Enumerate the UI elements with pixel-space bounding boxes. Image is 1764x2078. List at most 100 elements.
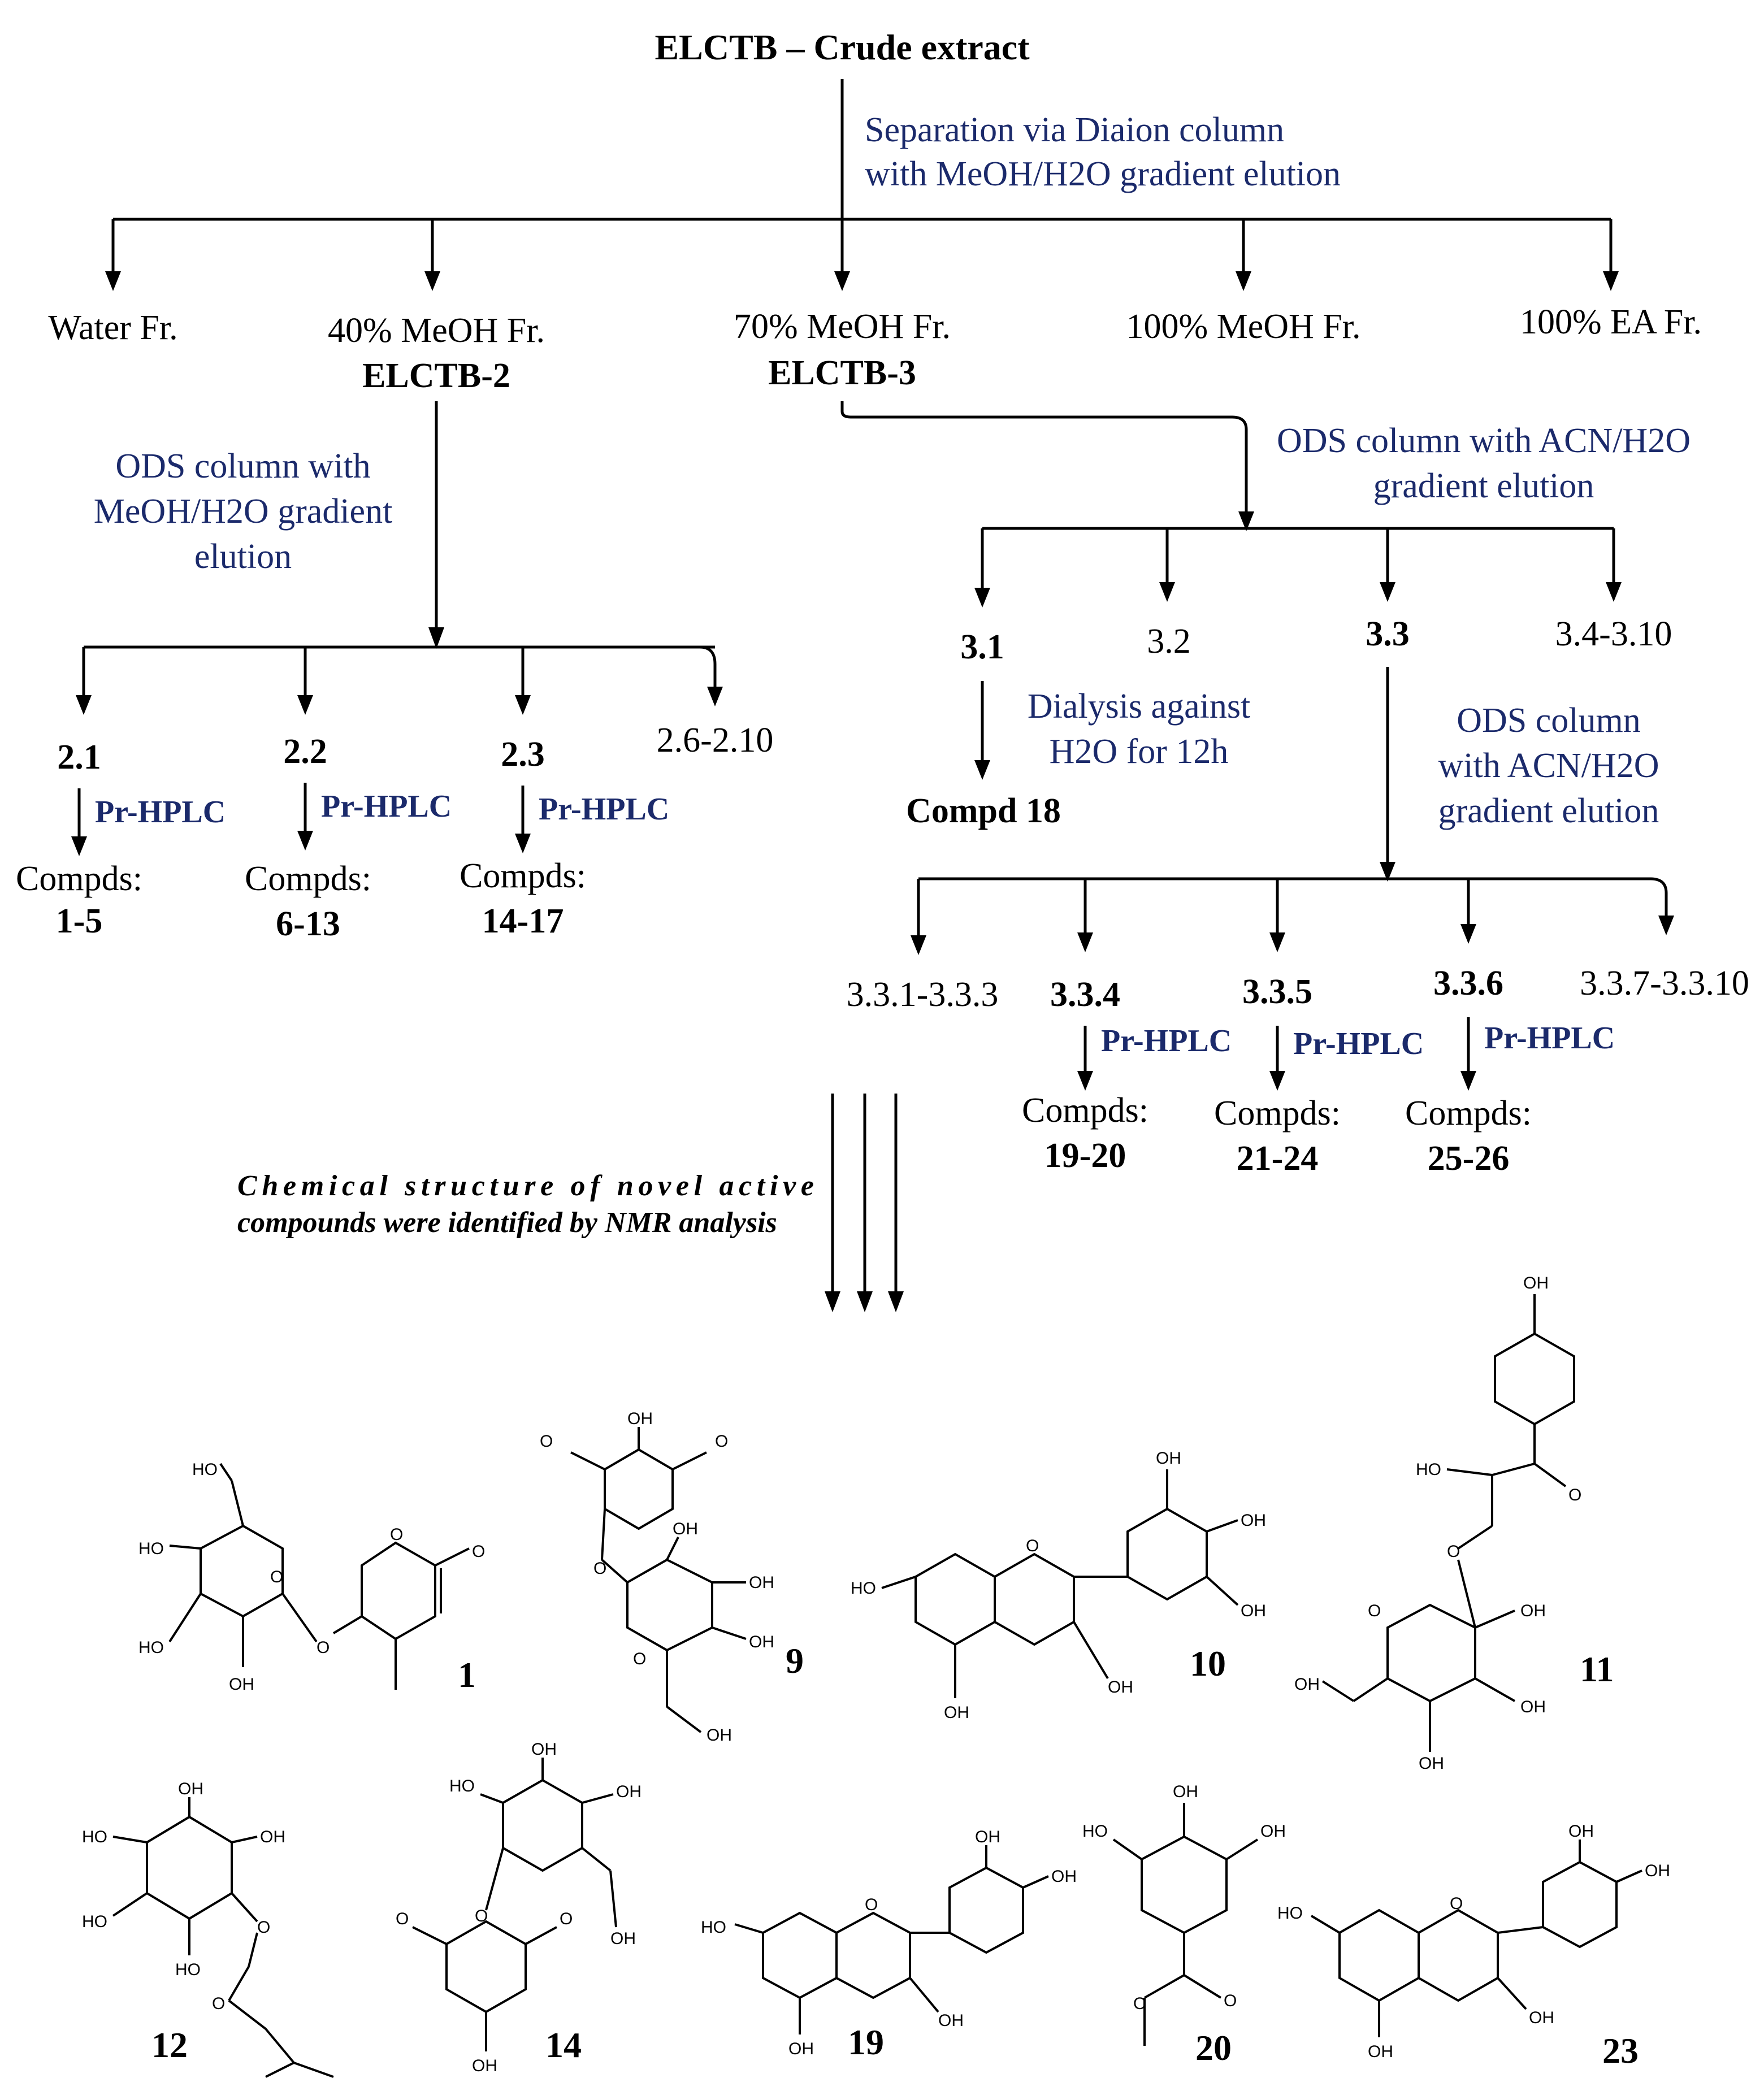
svg-text:O: O: [593, 1559, 606, 1578]
left-note-line2: MeOH/H2O gradient: [94, 492, 393, 531]
svg-text:OH: OH: [707, 1726, 732, 1745]
svg-text:OH: OH: [178, 1780, 203, 1798]
svg-text:O: O: [540, 1432, 553, 1451]
left-note-line1: ODS column with: [115, 447, 370, 485]
subfraction-3-1: 3.1: [960, 628, 1004, 666]
svg-text:OH: OH: [1568, 1822, 1594, 1841]
fraction-70-code: ELCTB-3: [768, 354, 916, 392]
svg-text:OH: OH: [1529, 2008, 1554, 2027]
svg-text:O: O: [560, 1910, 573, 1928]
structure-19: HO OH OH OH OH O 19: [701, 1828, 1077, 2062]
svg-text:OH: OH: [1419, 1754, 1444, 1773]
subfraction-2-1: 2.1: [57, 738, 101, 776]
svg-text:OH: OH: [616, 1782, 642, 1801]
ods33-line2: with ACN/H2O: [1438, 747, 1659, 785]
structure-20: OH HO OH O O 20: [1082, 1782, 1286, 2068]
svg-text:OH: OH: [1294, 1675, 1320, 1694]
method-2-2: Pr-HPLC: [321, 789, 452, 824]
method-3-3-5: Pr-HPLC: [1293, 1026, 1424, 1061]
svg-text:HO: HO: [82, 1828, 107, 1846]
svg-text:OH: OH: [610, 1929, 636, 1948]
svg-text:HO: HO: [1082, 1822, 1108, 1841]
svg-text:O: O: [715, 1432, 728, 1451]
svg-text:HO: HO: [1416, 1460, 1441, 1479]
svg-text:OH: OH: [627, 1409, 653, 1428]
compds-3-3-4: 19-20: [1044, 1136, 1126, 1175]
structure-label-19: 19: [848, 2022, 884, 2062]
svg-text:O: O: [257, 1918, 270, 1937]
compd-18: Compd 18: [906, 792, 1061, 830]
fraction-water: Water Fr.: [48, 309, 177, 347]
structure-label-9: 9: [786, 1641, 804, 1681]
svg-text:OH: OH: [788, 2040, 814, 2058]
svg-text:OH: OH: [531, 1740, 557, 1759]
compds-label-3-3-6: Compds:: [1405, 1094, 1532, 1133]
structure-label-23: 23: [1602, 2031, 1639, 2071]
svg-text:O: O: [475, 1907, 488, 1925]
subfraction-3-3-7: 3.3.7-3.3.10: [1580, 964, 1749, 1003]
chemical-structures: HO HO HO OH O O O O 1 OH O O: [82, 1274, 1670, 2078]
svg-text:OH: OH: [938, 2011, 964, 2030]
structure-label-1: 1: [458, 1655, 476, 1695]
fraction-40-code: ELCTB-2: [362, 357, 510, 395]
svg-text:OH: OH: [1051, 1867, 1077, 1886]
svg-text:OH: OH: [673, 1520, 698, 1538]
nmr-note-line2: compounds were identified by NMR analysi…: [237, 1207, 777, 1239]
svg-text:OH: OH: [749, 1573, 774, 1592]
compds-2-3: 14-17: [482, 902, 564, 940]
svg-text:HO: HO: [175, 1960, 201, 1979]
flow-text: ELCTB – Crude extract Separation via Dia…: [16, 27, 1749, 1239]
ods33-line3: gradient elution: [1438, 792, 1659, 830]
svg-text:O: O: [317, 1638, 330, 1657]
subfraction-2-3: 2.3: [501, 735, 545, 774]
subfraction-3-3-6: 3.3.6: [1433, 964, 1503, 1003]
subfraction-3-3-1: 3.3.1-3.3.3: [847, 975, 999, 1014]
svg-text:OH: OH: [1645, 1862, 1670, 1880]
compds-label-3-3-5: Compds:: [1214, 1094, 1341, 1133]
arrowheads: [71, 271, 1674, 1312]
svg-text:O: O: [390, 1525, 403, 1544]
structure-label-10: 10: [1190, 1643, 1226, 1684]
structure-10: HO OH OH OH OH OH O 10: [851, 1449, 1266, 1722]
svg-text:OH: OH: [1368, 2042, 1393, 2061]
structure-label-12: 12: [151, 2025, 188, 2065]
compds-2-2: 6-13: [276, 905, 340, 943]
svg-text:OH: OH: [1260, 1822, 1286, 1841]
svg-text:OH: OH: [1241, 1511, 1266, 1530]
structure-11: OH O HO O OH OH OH OH O 11: [1294, 1274, 1614, 1773]
svg-text:O: O: [1026, 1537, 1039, 1555]
dialysis-line2: H2O for 12h: [1050, 732, 1229, 771]
svg-text:O: O: [1450, 1894, 1463, 1913]
svg-text:OH: OH: [229, 1675, 254, 1694]
fraction-100-meoh: 100% MeOH Fr.: [1126, 307, 1360, 346]
flow-lines: [77, 79, 1668, 1291]
svg-text:O: O: [472, 1542, 485, 1561]
svg-text:O: O: [865, 1895, 878, 1914]
svg-text:O: O: [212, 1994, 225, 2013]
root-title: ELCTB – Crude extract: [655, 27, 1030, 67]
svg-text:HO: HO: [138, 1638, 164, 1657]
ods33-line1: ODS column: [1457, 701, 1641, 740]
subfraction-3-3: 3.3: [1366, 615, 1410, 653]
structure-23: HO OH OH OH OH O 23: [1277, 1822, 1670, 2071]
step1-note-line1: Separation via Diaion column: [865, 111, 1284, 149]
svg-text:OH: OH: [1108, 1678, 1133, 1697]
structure-label-14: 14: [545, 2025, 582, 2065]
compds-2-1: 1-5: [56, 902, 103, 940]
subfraction-3-4: 3.4-3.10: [1555, 615, 1672, 653]
method-2-3: Pr-HPLC: [539, 792, 669, 827]
svg-text:OH: OH: [1241, 1602, 1266, 1620]
svg-text:OH: OH: [975, 1828, 1000, 1846]
nmr-note-line1: Chemical structure of novel active: [237, 1170, 814, 1202]
svg-text:HO: HO: [82, 1912, 107, 1931]
svg-text:O: O: [270, 1568, 283, 1586]
subfraction-2-6: 2.6-2.10: [657, 721, 774, 760]
method-3-3-4: Pr-HPLC: [1101, 1023, 1232, 1058]
step1-note-line2: with MeOH/H2O gradient elution: [865, 155, 1341, 193]
svg-text:OH: OH: [944, 1703, 969, 1722]
svg-text:O: O: [1368, 1602, 1381, 1620]
svg-text:O: O: [396, 1910, 409, 1928]
fraction-40-meoh: 40% MeOH Fr.: [328, 311, 545, 350]
